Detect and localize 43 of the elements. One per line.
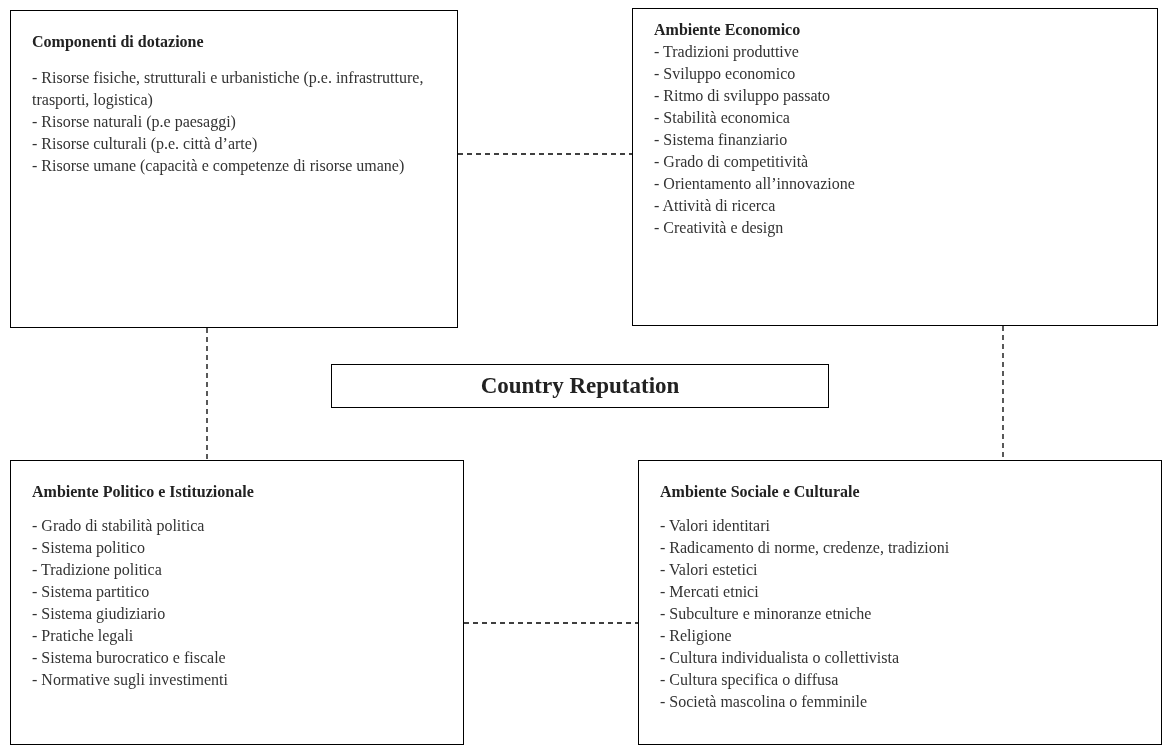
list-item: - Grado di stabilità politica	[32, 516, 206, 537]
list-item: - Cultura individualista o collettivista	[660, 648, 901, 668]
dashed-connector	[206, 327, 208, 461]
list-item: - Sviluppo economico	[654, 64, 797, 85]
list-item: - Sistema politico	[32, 538, 146, 559]
list-item: - Orientamento all’innovazione	[654, 174, 856, 194]
title-text: Country Reputation	[480, 371, 680, 400]
box-heading: Ambiente Sociale e Culturale	[660, 482, 861, 502]
category-box	[10, 460, 464, 745]
category-box	[10, 10, 458, 328]
list-item: - Sistema giudiziario	[32, 604, 167, 625]
category-box	[638, 460, 1162, 745]
category-box	[632, 8, 1158, 326]
list-item: - Risorse naturali (p.e paesaggi)	[32, 112, 237, 133]
list-item: - Sistema partitico	[32, 582, 151, 603]
box-heading: Ambiente Economico	[654, 20, 802, 40]
list-item: - Sistema finanziario	[654, 130, 789, 150]
list-item: - Tradizione politica	[32, 560, 163, 581]
box-heading: Componenti di dotazione	[32, 32, 205, 53]
list-item: - Subculture e minoranze etniche	[660, 604, 873, 624]
list-item: - Stabilità economica	[654, 108, 791, 128]
title-box	[331, 364, 829, 408]
list-item: - Normative sugli investimenti	[32, 670, 229, 691]
list-item: - Attività di ricerca	[654, 196, 777, 216]
box-heading: Ambiente Politico e Istituzionale	[32, 482, 255, 502]
list-item: - Cultura specifica o diffusa	[660, 670, 840, 691]
list-item: - Tradizioni produttive	[654, 42, 800, 63]
list-item: - Ritmo di sviluppo passato	[654, 86, 831, 107]
list-item: - Pratiche legali	[32, 626, 135, 647]
dashed-connector	[463, 622, 639, 624]
list-item: - Mercati etnici	[660, 582, 760, 602]
list-item: - Valori estetici	[660, 560, 759, 580]
list-item: - Risorse culturali (p.e. città d’arte)	[32, 134, 259, 155]
list-item: - Risorse umane (capacità e competenze di risorse umane)	[32, 156, 406, 177]
list-item: - Sistema burocratico e fiscale	[32, 648, 227, 668]
list-item: - Radicamento di norme, credenze, tradizioni	[660, 538, 951, 558]
list-item: - Risorse fisiche, strutturali e urbanistiche (p.e. infrastrutture, trasporti, logistica)	[32, 68, 425, 111]
list-item: - Creatività e design	[654, 218, 785, 239]
list-item: - Valori identitari	[660, 516, 771, 536]
list-item: - Religione	[660, 626, 733, 647]
list-item: - Grado di competitività	[654, 152, 810, 173]
dashed-connector	[457, 153, 633, 155]
list-item: - Società mascolina o femminile	[660, 692, 869, 712]
